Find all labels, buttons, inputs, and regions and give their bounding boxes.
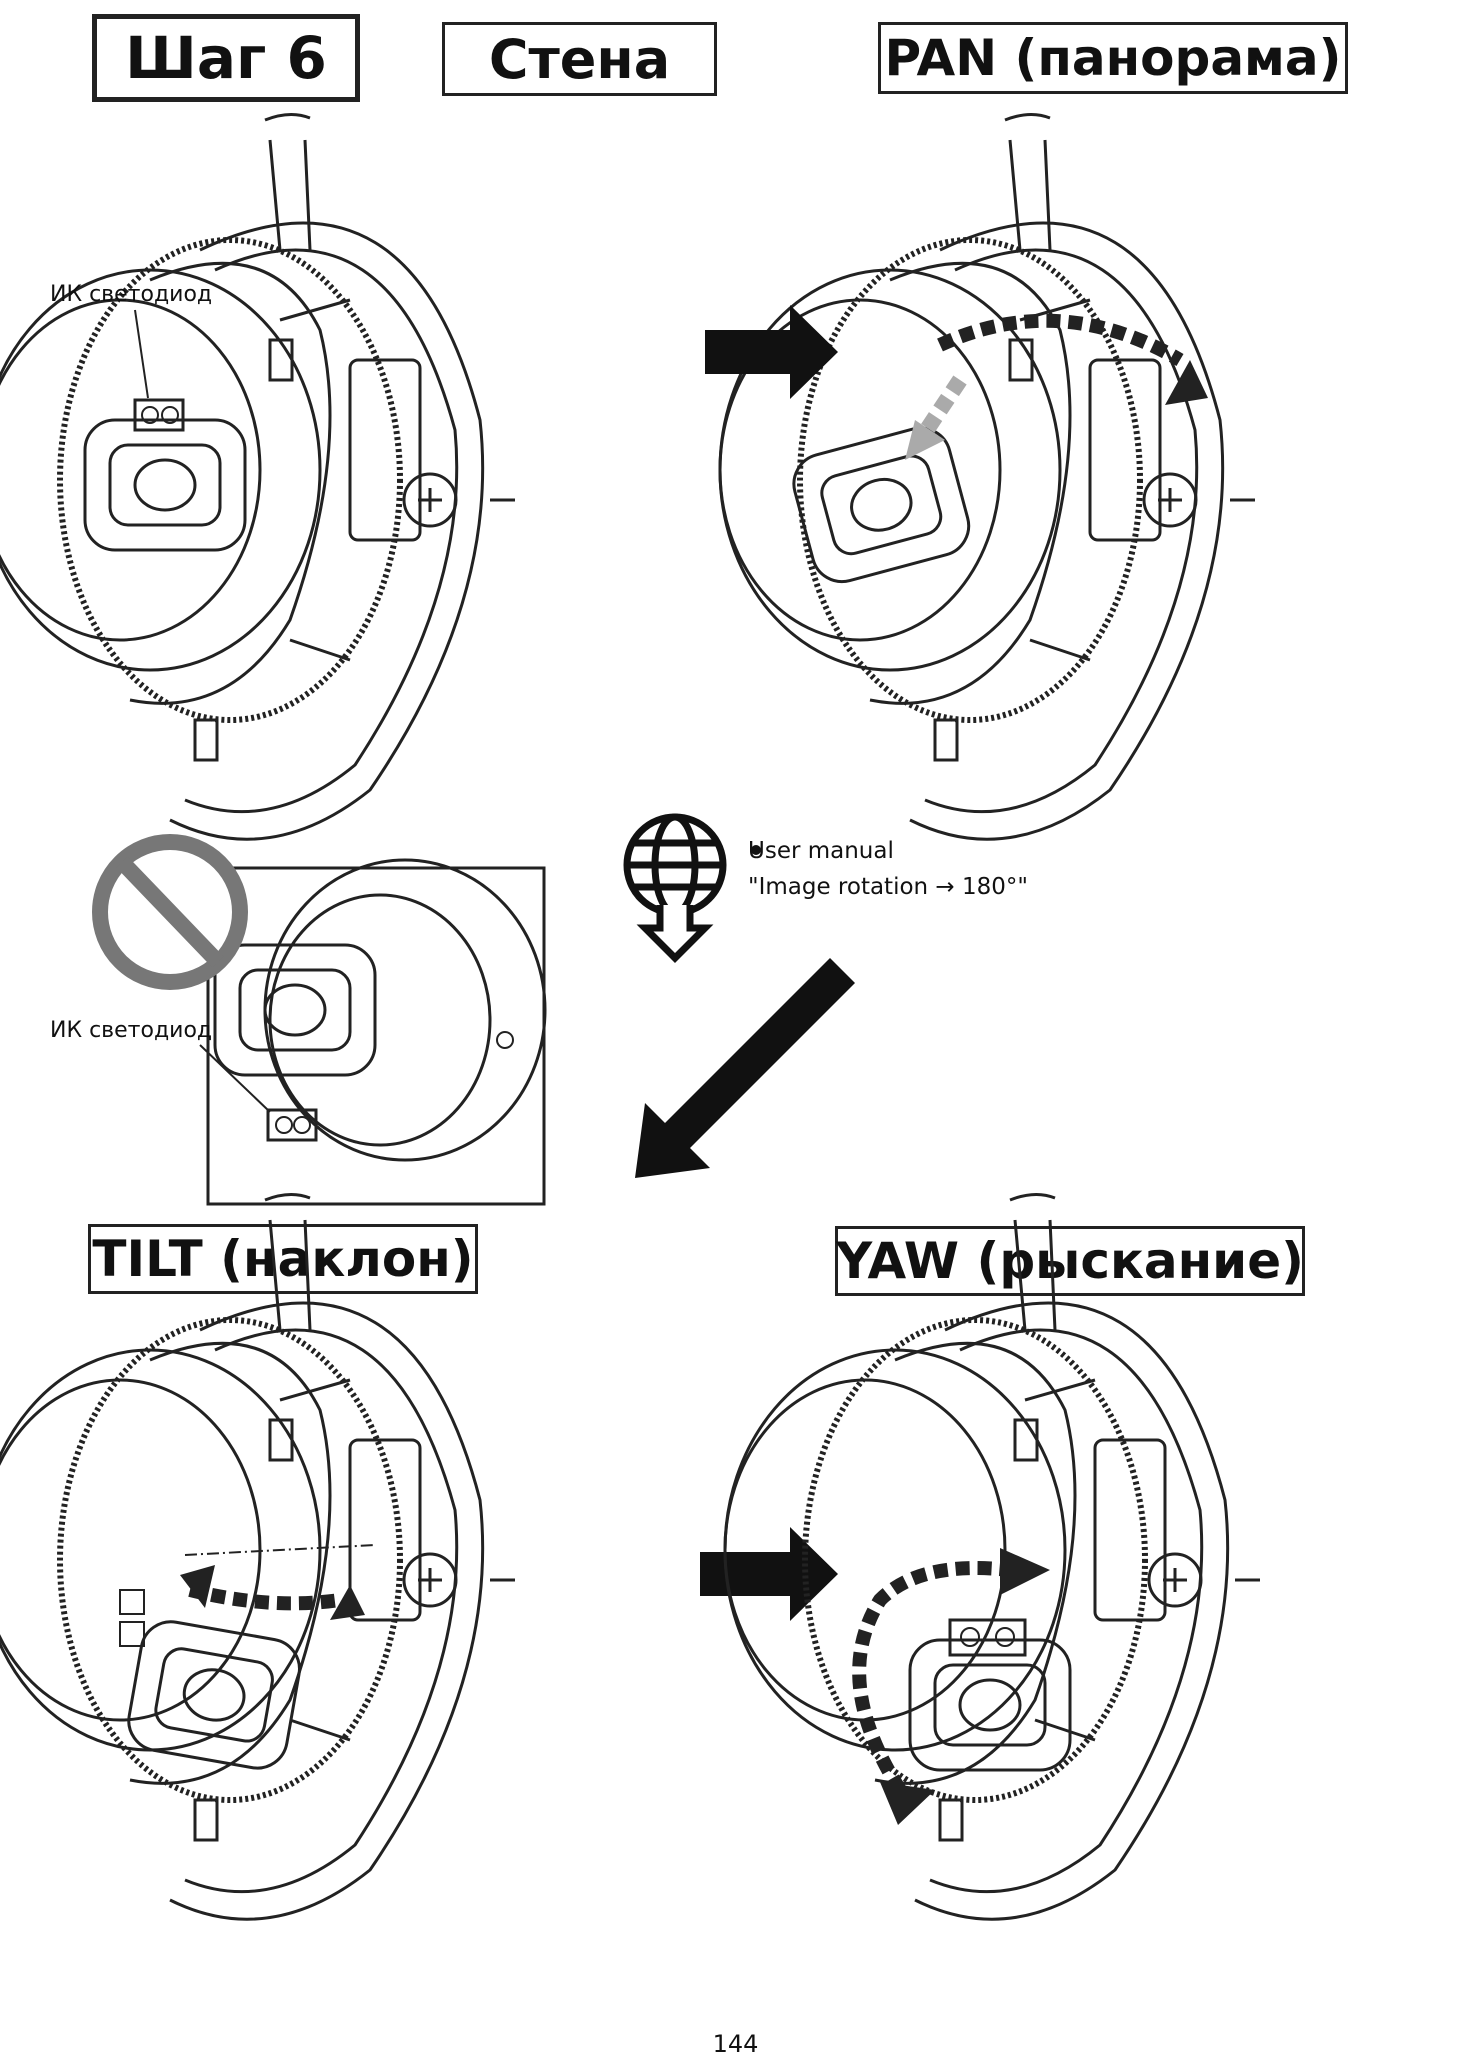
prohibited-icon — [92, 834, 248, 990]
camera-step-wall — [0, 114, 515, 839]
arrow-down-left-icon — [635, 958, 855, 1178]
tilt-title: TILT (наклон) — [88, 1224, 478, 1294]
camera-tilt — [0, 1194, 515, 1919]
globe-download-icon — [623, 813, 727, 963]
camera-pan — [720, 114, 1255, 839]
camera-yaw — [725, 1194, 1260, 1919]
note-bullet — [751, 845, 761, 855]
yaw-title: YAW (рыскание) — [835, 1226, 1305, 1296]
arrow-right-icon — [700, 1527, 838, 1621]
ir-led-label: ИК светодиод — [50, 282, 213, 307]
placement-title: Стена — [442, 22, 717, 96]
ir-led-inset-label: ИК светодиод — [50, 1018, 213, 1043]
note-line-2: "Image rotation → 180°" — [748, 874, 1028, 900]
page-number: 144 — [712, 2030, 759, 2058]
pan-title: PAN (панорама) — [878, 22, 1348, 94]
arrow-right-icon — [705, 305, 838, 399]
step-title: Шаг 6 — [92, 14, 360, 102]
inset-wrong-orientation — [199, 858, 547, 1206]
manual-note: User manual "Image rotation → 180°" — [748, 833, 1028, 905]
note-line-1: User manual — [748, 838, 894, 864]
